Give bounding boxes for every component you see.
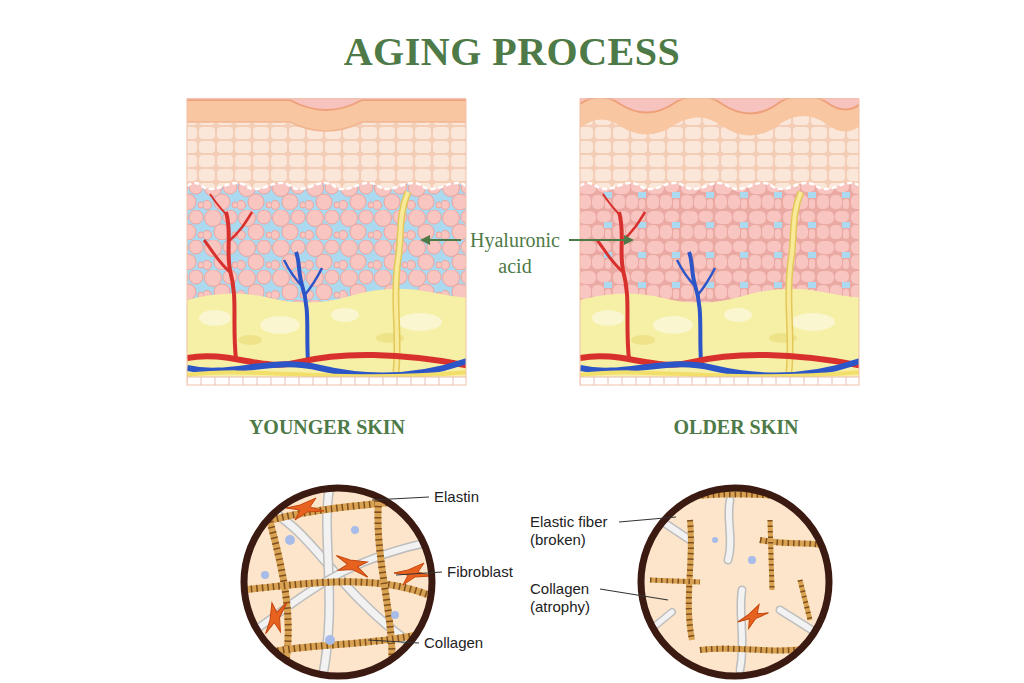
fiber-label: Elastin xyxy=(434,488,479,506)
collagen-fibers xyxy=(240,484,440,683)
hyaluronic-arrows xyxy=(420,235,430,245)
leader-lines xyxy=(600,589,668,600)
atrophied-collagen xyxy=(800,580,810,620)
skin-lower-layers xyxy=(187,192,466,385)
atrophied-collagen xyxy=(650,580,700,582)
cell-label: Fibroblast xyxy=(447,563,513,581)
broken-elastic-fibers xyxy=(740,590,742,670)
atrophied-collagen xyxy=(800,580,810,620)
elastin-fibers xyxy=(240,540,440,640)
leader-lines xyxy=(368,640,419,643)
ground-substance-dots xyxy=(261,571,269,579)
leader-lines xyxy=(396,572,442,575)
ground-substance-dots xyxy=(391,611,399,619)
old-fibers-magnified xyxy=(637,484,838,683)
section-outline xyxy=(187,99,466,385)
ground-substance-dots xyxy=(325,635,335,645)
broken-elastic-fibers xyxy=(728,500,730,560)
atrophied-collagen xyxy=(770,520,772,590)
atrophied-collagen xyxy=(770,520,772,590)
younger-skin-section xyxy=(187,122,466,131)
atrophied-collagen xyxy=(650,580,700,582)
broken-elastic-fibers xyxy=(728,500,730,560)
older-skin-section xyxy=(580,98,859,114)
fiber-label: Collagen (atrophy) xyxy=(530,580,630,616)
magnifier-ring xyxy=(641,488,829,676)
old-fibers-magnified xyxy=(637,484,837,683)
ground-substance-dots xyxy=(748,556,756,564)
hyaluronic-label: Hyaluronic acid xyxy=(463,227,567,279)
collagen-fibers xyxy=(378,484,392,683)
leader-lines xyxy=(372,497,429,500)
ground-substance-dots xyxy=(712,537,718,543)
skin-lower-layers xyxy=(580,192,859,385)
leader-lines xyxy=(619,517,676,522)
younger-skin-section xyxy=(187,100,466,110)
ground-substance-dots xyxy=(285,535,295,545)
collagen-fibers xyxy=(378,484,392,683)
hyaluronic-arrows xyxy=(569,239,626,241)
older-skin-section xyxy=(580,183,859,189)
young-fibers-magnified xyxy=(240,484,440,683)
atrophied-collagen xyxy=(700,648,810,651)
leader-lines xyxy=(368,497,676,643)
young-fibers-magnified xyxy=(240,484,440,683)
elastin-fibers xyxy=(240,540,440,640)
older-skin-section xyxy=(580,98,859,385)
fibroblast-cells xyxy=(330,547,374,585)
panel-caption: OLDER SKIN xyxy=(673,414,798,440)
younger-skin-section xyxy=(187,100,466,131)
fibroblast-cells xyxy=(735,603,772,632)
ground-substance-dots xyxy=(261,526,399,645)
broken-elastic-fibers xyxy=(650,500,815,670)
section-outline xyxy=(580,99,859,385)
older-skin-section xyxy=(580,98,859,136)
collagen-fibers xyxy=(240,582,440,600)
ground-substance-dots xyxy=(351,526,359,534)
ground-substance-dots xyxy=(712,537,756,564)
elastin-fibers xyxy=(240,484,440,683)
magnifier-ring xyxy=(244,488,432,676)
younger-skin-section xyxy=(187,98,466,385)
title: AGING PROCESS xyxy=(344,28,681,76)
fiber-label: Collagen xyxy=(424,634,483,652)
hyaluronic-arrows xyxy=(624,235,634,245)
broken-elastic-fibers xyxy=(740,590,742,670)
hyaluronic-arrows xyxy=(428,239,461,241)
panel-caption: YOUNGER SKIN xyxy=(249,414,405,440)
fiber-label: Elastic fiber (broken) xyxy=(530,513,630,549)
collagen-fibers xyxy=(240,582,440,600)
younger-skin-section xyxy=(187,183,466,189)
atrophied-collagen xyxy=(700,648,810,651)
